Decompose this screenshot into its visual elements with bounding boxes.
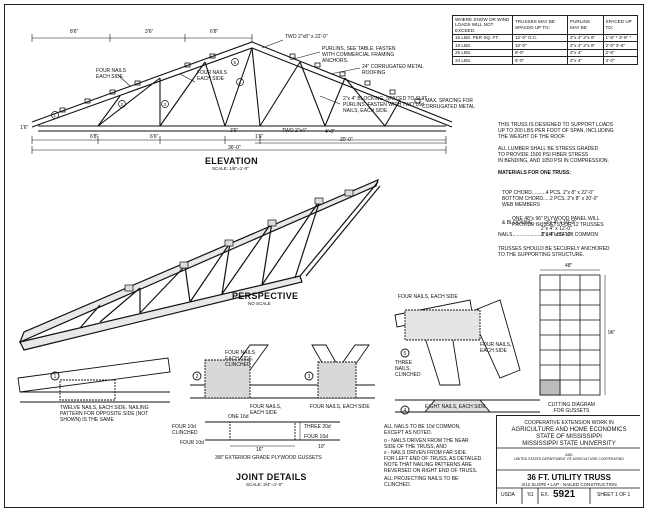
callout-spacing: 4'-0" [325, 129, 335, 135]
splice-dim16: 16" [256, 447, 264, 453]
elevation-truss [31, 34, 453, 154]
elevation-joint-numbers: 1 2 3 4 5 [54, 60, 242, 118]
dim-bottom-1: 1'6" [20, 125, 29, 131]
materials-title: MATERIALS FOR ONE TRUSS: [498, 170, 571, 176]
note-nails: NAILS.....................6 3/4 LBS 10d … [498, 232, 599, 238]
joint5-note-a: FOUR NAILS, EACH SIDE [398, 294, 458, 300]
svg-text:3: 3 [308, 374, 311, 380]
splice-dim10: 10" [318, 444, 326, 450]
tb-sheet: SHEET 1 OF 1 [597, 492, 631, 498]
joint3-note: FOUR NAILS, EACH SIDE [310, 404, 370, 410]
joint5-note-b: FOUR NAILS, EACH SIDE [480, 342, 512, 354]
dim-top-3: 6'8" [210, 29, 219, 35]
plywood-gussets: 3/8" EXTERIOR GRADE PLYWOOD GUSSETS [215, 455, 322, 461]
tb-line5: AND [565, 453, 573, 457]
dim-total-span: 36'-0" [228, 145, 241, 151]
tb-line1: COOPERATIVE EXTENSION WORK IN [524, 420, 614, 426]
table-row: 18 LBS. 10'-0" 2"x 4" 2"x 6" 2'-0" 3'-6" [452, 41, 638, 50]
callout-four-nails-a: FOUR NAILS EACH SIDE [96, 68, 127, 80]
cutting-height: 96" [608, 330, 616, 336]
perspective-scale: NO SCALE [248, 301, 271, 306]
joint4-note: EIGHT NAILS, EACH SIDE [425, 404, 486, 410]
splice-one16: ONE 16d [228, 414, 249, 420]
purlin-table-head: WHERE SNOW OR WIND LOADS WILL NOT EXCEED… [452, 15, 638, 35]
callout-metal: 24" CORRUGATED METAL ROOFING [362, 64, 424, 76]
dim-bottom-2: 6'8" [90, 134, 99, 140]
elevation-title: ELEVATION [205, 156, 258, 166]
svg-text:1: 1 [54, 374, 57, 380]
joint-numbers: 1 2 3 4 5 [54, 351, 407, 414]
joint-details-title: JOINT DETAILS [236, 472, 307, 482]
joint5-note-c: THREE NAILS, CLINCHED [395, 360, 421, 378]
tb-number: 5921 [553, 489, 576, 500]
callout-max-spacing: * MAX. SPACING FOR CORRUGATED METAL [422, 98, 475, 110]
title-block-lines [496, 447, 640, 504]
tb-truss-name: 36 FT. UTILITY TRUSS [527, 473, 611, 482]
svg-text:3: 3 [164, 102, 167, 107]
dim-bottom-4: 3'6" [230, 128, 239, 134]
svg-text:2: 2 [196, 374, 199, 380]
title-block: COOPERATIVE EXTENSION WORK IN AGRICULTUR… [496, 415, 640, 504]
svg-text:5: 5 [234, 60, 237, 65]
dim-bottom-5: 1'6" [255, 134, 264, 140]
splice-four10a: FOUR 10d CLINCHED [172, 424, 198, 436]
table-row: 34 LBS. 6'-0" 2"x 4" 3'-0" [452, 56, 638, 65]
svg-text:4: 4 [404, 408, 407, 414]
callout-purlins: PURLINS, SEE TABLE. FASTEN WITH COMMERCI… [322, 46, 396, 64]
tb-ex: EX. [541, 492, 550, 498]
dim-half-span: 20'-0" [340, 137, 353, 143]
perspective-truss [18, 178, 381, 351]
table-row: 15 LBS. PER SQ. FT. 12'-0" O.C. 2"x 4" 2… [452, 33, 638, 42]
callout-four-nails-b: FOUR NAILS EACH SIDE [197, 70, 228, 82]
joint2-note: FOUR NAILS EACH SIDE, CLINCHED [225, 350, 256, 368]
tb-line6: UNITED STATES DEPARTMENT OF AGRICULTURE … [514, 457, 624, 461]
tb-line3: STATE OF MISSISSIPPI [536, 434, 602, 440]
purlin-table: WHERE SNOW OR WIND LOADS WILL NOT EXCEED… [452, 15, 638, 65]
joint1-note: TWELVE NAILS, EACH SIDE. NAILING PATTERN… [60, 405, 149, 423]
callout-blocking: 2"x 4" BLOCKING, SPACED TO SUIT PURLINS.… [343, 96, 428, 114]
perspective-title: PERSPECTIVE [232, 291, 299, 301]
nail-notes: ALL NAILS TO BE 10d COMMON,EXCEPT AS NOT… [384, 424, 483, 488]
svg-text:4: 4 [239, 80, 242, 85]
tb-desc: 4/12 SLOPE • LAP - NAILED CONSTRUCTION [521, 482, 617, 487]
joint2-note-b: FOUR NAILS, EACH SIDE [250, 404, 282, 416]
splice-four16: FOUR 16d [304, 434, 328, 440]
cutting-width: 48" [565, 263, 573, 269]
table-row: 25 LBS. 8'-0" 2"x 4" 2'-6" [452, 48, 638, 57]
joint-details-scale: SCALE: 3/4"=1'-0" [246, 482, 283, 487]
dim-bottom-3: 6'6" [150, 134, 159, 140]
tb-line2: AGRICULTURE AND HOME ECONOMICS [511, 427, 627, 433]
svg-text:1: 1 [54, 113, 57, 118]
svg-text:2: 2 [121, 102, 124, 107]
drawing-sheet [4, 4, 644, 508]
svg-text:5: 5 [404, 351, 407, 357]
splice-four10b: FOUR 10d [180, 440, 204, 446]
cutting-diagram [539, 269, 606, 396]
dim-top-1: 8'6" [70, 29, 79, 35]
tb-year: '61 [527, 492, 534, 498]
dim-top-2: 3'6" [145, 29, 154, 35]
tb-usda: USDA [501, 492, 515, 498]
joint-details [17, 299, 540, 447]
elevation-scale: SCALE: 1/8"=1'-0" [212, 166, 249, 171]
tb-line4: MISSISSIPPI STATE UNIVERSITY [522, 441, 616, 447]
materials-list: TOP CHORD..........4 PCS. 2"x 8" x 22'-0… [502, 190, 599, 238]
callout-two-2x4: TWO 2"x4" [282, 128, 307, 134]
splice-three20: THREE 20d [304, 424, 331, 430]
callout-two-2x8: TWO 2"x8" x 22'-0" [285, 34, 328, 40]
